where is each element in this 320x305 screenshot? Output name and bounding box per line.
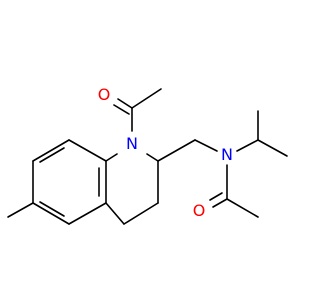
bond-double-inner <box>39 201 65 217</box>
bond <box>123 202 159 225</box>
bond <box>32 202 70 225</box>
bond <box>212 198 228 208</box>
bond <box>113 104 130 115</box>
bond <box>146 153 159 162</box>
bond <box>32 139 70 162</box>
bond <box>209 192 223 201</box>
atom-label-o1: O <box>98 85 111 104</box>
structure-canvas: N N O O <box>7 85 288 225</box>
molecule-diagram: N N O O <box>7 85 288 225</box>
bond <box>226 198 259 218</box>
atom-labels: N N O O <box>98 85 233 220</box>
bond-double-inner <box>39 147 65 163</box>
bond <box>131 88 162 109</box>
bond <box>7 202 34 218</box>
bonds <box>7 88 288 225</box>
bond <box>105 153 118 162</box>
atom-label-n1: N <box>126 134 138 153</box>
bond <box>236 139 259 152</box>
bond <box>68 202 107 225</box>
bond <box>257 139 288 157</box>
bond <box>194 139 218 152</box>
bond <box>105 202 125 225</box>
atom-label-o2: O <box>193 201 206 220</box>
bond <box>157 139 196 162</box>
bond <box>117 98 133 109</box>
bond <box>68 139 107 162</box>
atom-label-n2: N <box>221 145 233 164</box>
